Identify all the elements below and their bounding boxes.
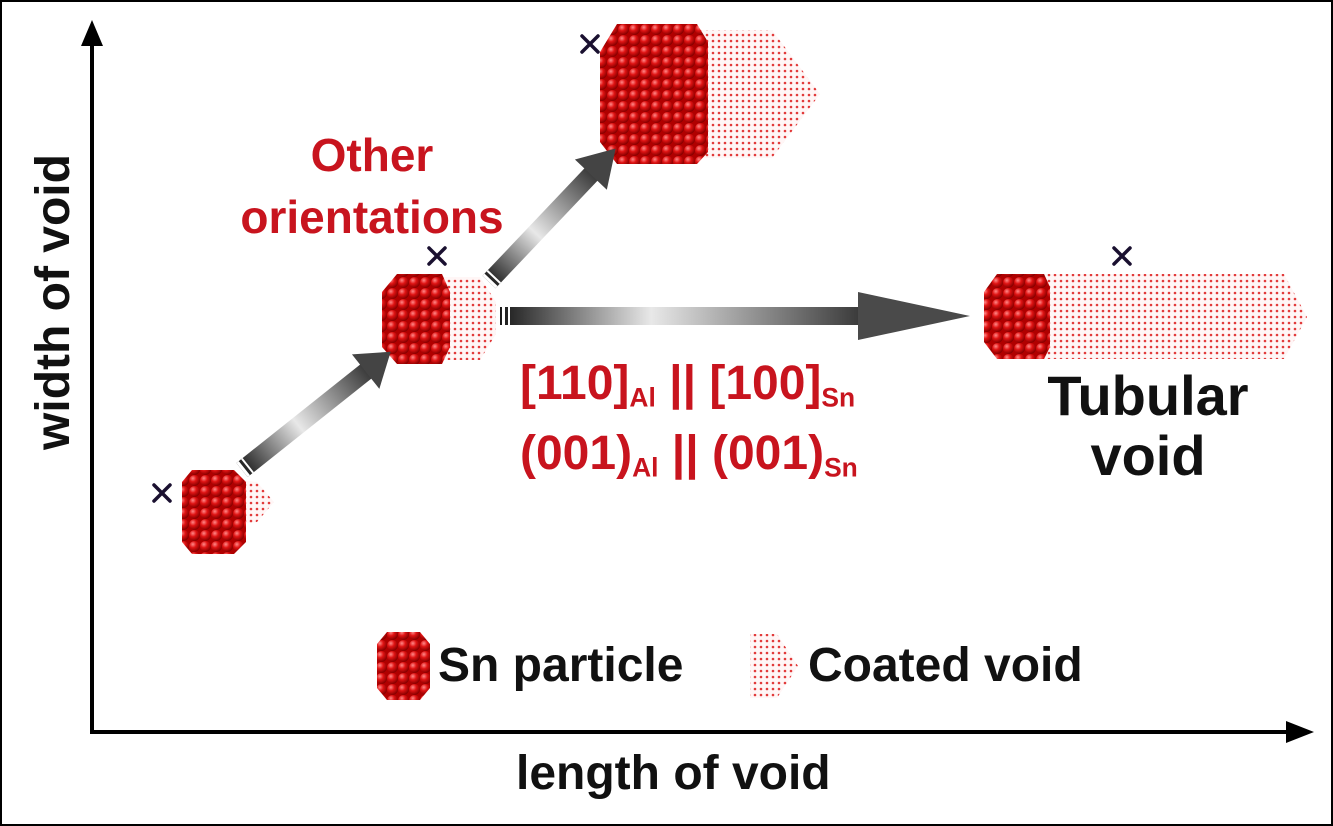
large-sn-particle [600, 24, 708, 164]
cross-icon [580, 34, 600, 54]
arrow-medium-to-tubular [500, 292, 970, 340]
other-orientations-line2: orientations [240, 191, 504, 243]
arrow-medium-to-large [482, 148, 616, 289]
relation2-sep: || [658, 427, 712, 480]
medium-void-particle [382, 274, 496, 364]
relation1-sub2: Sn [821, 382, 856, 413]
relation2-sub1: Al [632, 452, 659, 483]
large-void-particle [600, 24, 820, 164]
legend-sn-particle-label: Sn particle [438, 639, 684, 692]
cross-icon [427, 246, 447, 266]
coated-void-legend-icon [750, 634, 798, 698]
medium-sn-particle [382, 274, 450, 364]
relation1-sub1: Al [629, 382, 656, 413]
small-void-particle [182, 470, 274, 554]
tubular-void-line1: Tubular [1047, 364, 1249, 427]
center-markers [152, 34, 1132, 503]
large-coated-void [692, 30, 820, 158]
axes [81, 20, 1314, 743]
relation1-sep: || [655, 357, 710, 410]
legend-coated-void-label: Coated void [808, 639, 1083, 692]
relation1-part1: [110] [520, 357, 630, 410]
tubular-void-particle [984, 274, 1307, 359]
medium-coated-void [442, 277, 496, 360]
y-axis-arrowhead [81, 20, 103, 46]
orientation-relation-2: (001)Al || (001)Sn [520, 427, 858, 481]
other-orientations-line1: Other [310, 129, 434, 181]
relation2-part1: (001) [520, 427, 633, 480]
y-axis-label: width of void [27, 154, 80, 450]
growth-arrows [236, 148, 970, 478]
tubular-sn-particle [984, 274, 1050, 359]
cross-icon [152, 483, 172, 503]
x-axis-arrowhead [1286, 721, 1314, 743]
small-coated-void [242, 480, 274, 524]
tubular-void-line2: void [1090, 424, 1206, 487]
relation2-sub2: Sn [824, 452, 858, 483]
x-axis-label: length of void [516, 747, 831, 800]
tubular-coated-void [1042, 274, 1307, 359]
legend-icons [377, 632, 798, 700]
small-sn-particle [182, 470, 246, 554]
sn-particle-legend-icon [377, 632, 430, 700]
relation2-part2: (001) [712, 427, 825, 480]
cross-icon [1112, 246, 1132, 266]
relation1-part2: [100] [709, 357, 822, 410]
orientation-relation-1: [110]Al || [100]Sn [520, 357, 855, 411]
arrow-small-to-medium [236, 351, 391, 478]
